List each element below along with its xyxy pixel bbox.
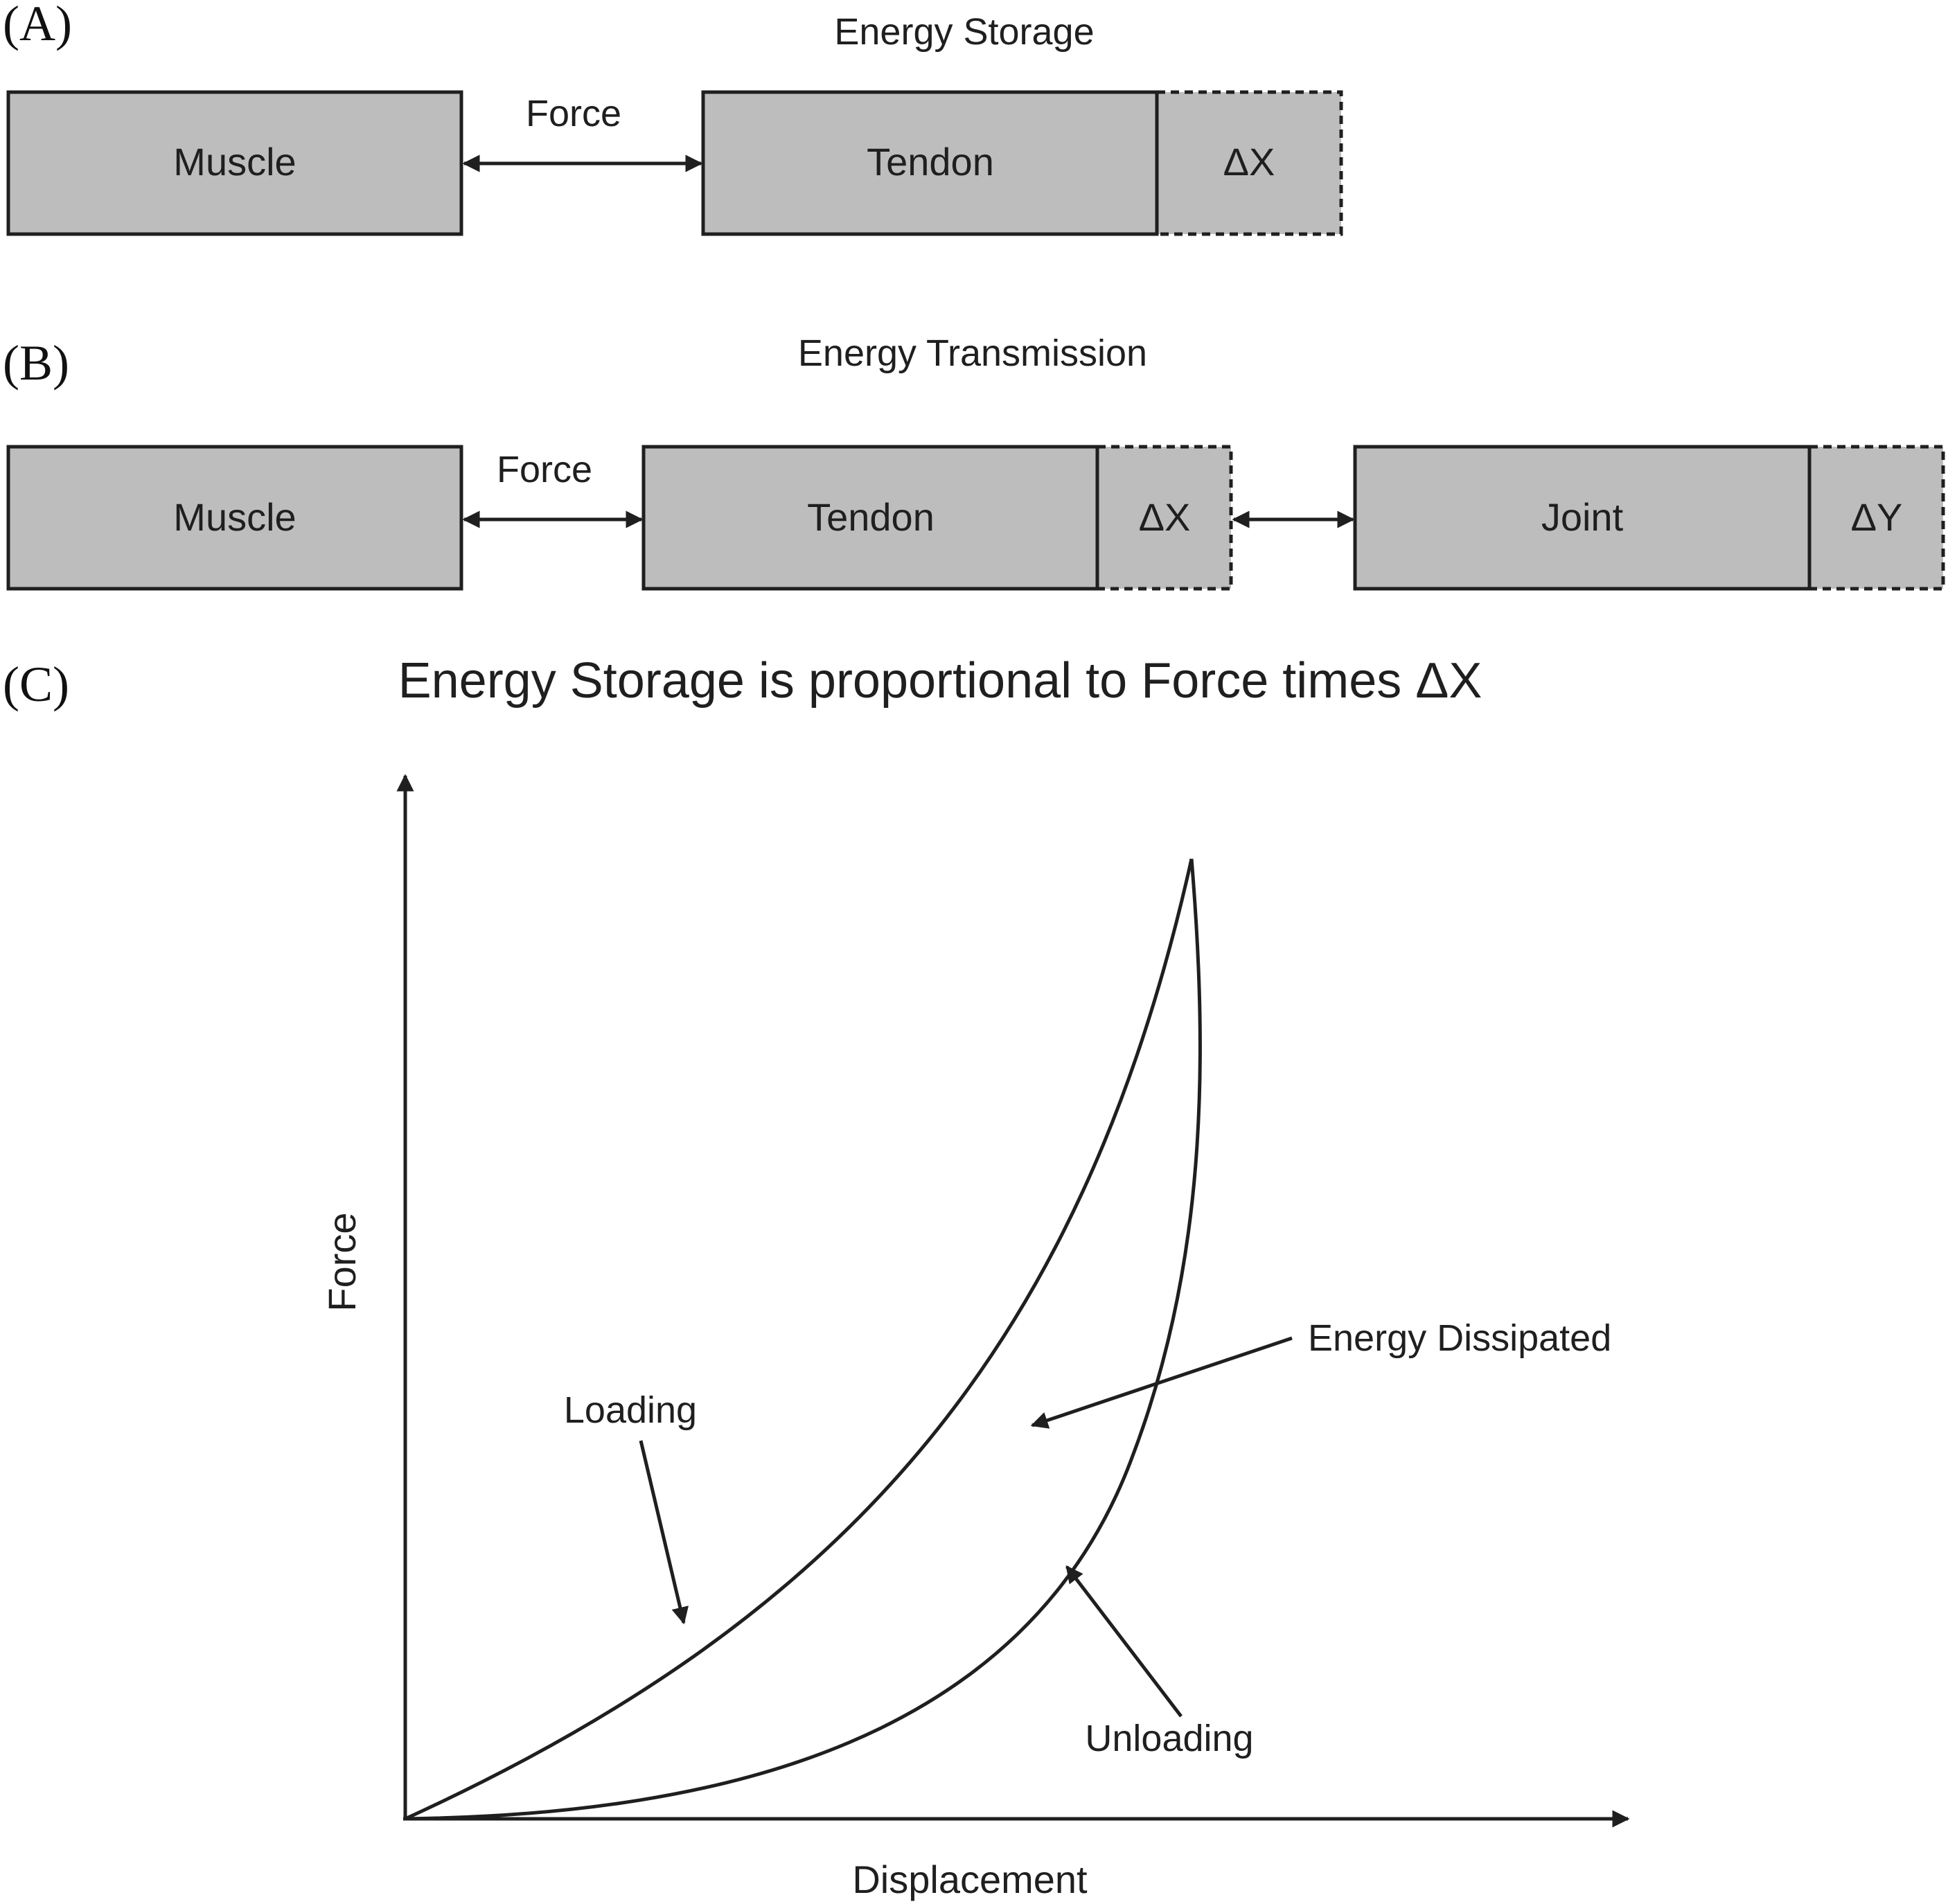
panel-a-letter: (A) bbox=[3, 0, 72, 51]
panel-b-letter: (B) bbox=[3, 335, 69, 391]
tendon-label: Tendon bbox=[807, 495, 935, 539]
tendon-box bbox=[701, 90, 1159, 236]
muscle-label: Muscle bbox=[173, 495, 296, 539]
joint-label: Joint bbox=[1541, 495, 1624, 539]
panel-a-title: Energy Storage bbox=[834, 11, 1094, 53]
panel-b: (B) Energy Transmission Muscle Force Ten… bbox=[3, 332, 1945, 591]
panel-c: (C) Energy Storage is proportional to Fo… bbox=[3, 653, 1630, 1901]
unloading-arrow bbox=[1065, 1565, 1183, 1718]
force-label: Force bbox=[497, 449, 592, 490]
muscle-box bbox=[6, 90, 463, 236]
muscle-box bbox=[6, 445, 463, 591]
loading-arrow bbox=[639, 1440, 689, 1625]
unloading-label: Unloading bbox=[1085, 1718, 1253, 1759]
delta-x-box bbox=[1095, 445, 1233, 591]
panel-c-title: Energy Storage is proportional to Force … bbox=[398, 653, 1482, 709]
delta-x-label: ΔX bbox=[1223, 140, 1275, 184]
panel-c-letter: (C) bbox=[3, 657, 69, 712]
tendon-label: Tendon bbox=[867, 140, 994, 184]
delta-y-box bbox=[1807, 445, 1945, 591]
loading-label: Loading bbox=[564, 1389, 697, 1431]
panel-b-title: Energy Transmission bbox=[798, 332, 1147, 374]
joint-box bbox=[1353, 445, 1812, 591]
delta-x-label: ΔX bbox=[1139, 495, 1191, 539]
muscle-label: Muscle bbox=[173, 140, 296, 184]
delta-y-label: ΔY bbox=[1851, 495, 1903, 539]
energy-dissipated-label: Energy Dissipated bbox=[1308, 1317, 1611, 1359]
loading-curve bbox=[404, 858, 1194, 1821]
unloading-curve bbox=[405, 858, 1202, 1821]
y-axis-label: Force bbox=[320, 1212, 364, 1311]
panel-a: (A) Energy Storage Muscle Force Tendon Δ… bbox=[3, 0, 1343, 236]
energy-dissipated-arrow bbox=[1030, 1336, 1293, 1429]
delta-x-box bbox=[1155, 90, 1343, 236]
tendon-box bbox=[641, 445, 1099, 591]
x-axis-label: Displacement bbox=[852, 1858, 1088, 1901]
force-label: Force bbox=[526, 93, 621, 134]
